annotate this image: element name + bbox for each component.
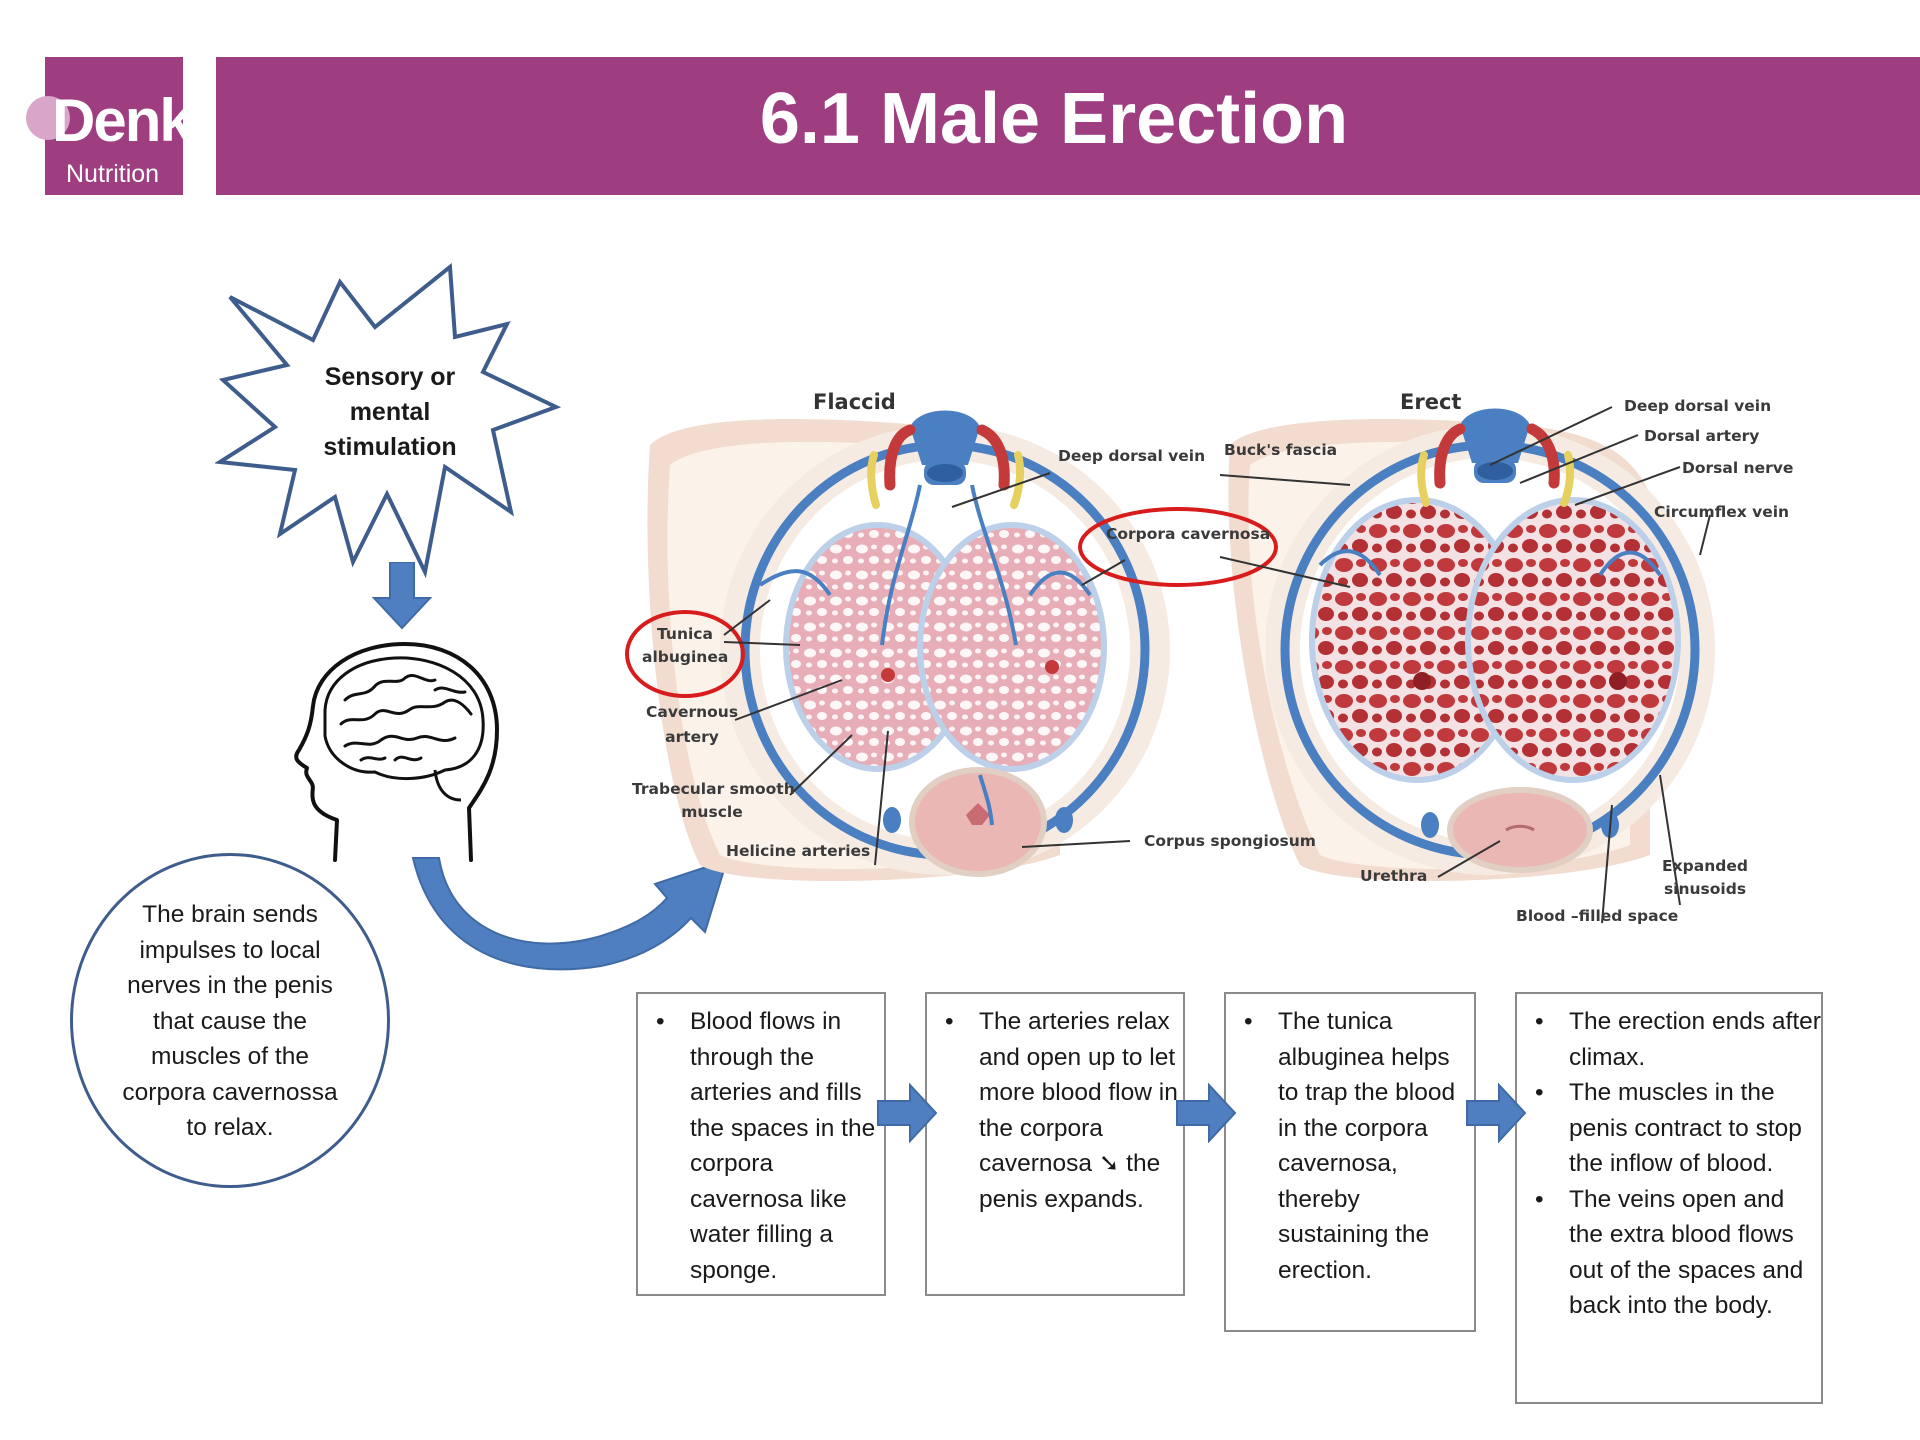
title-bar: [216, 57, 1920, 195]
step-box-3: The tunica albuginea helps to trap the b…: [1224, 992, 1476, 1332]
label-dorsal-artery: Dorsal artery: [1644, 427, 1760, 445]
label-corpora-cavernosa: Corpora cavernosa: [1106, 525, 1271, 543]
brain-message-line: impulses to local: [139, 936, 321, 964]
tunica-highlight-ring: [625, 610, 745, 698]
brain-message-line: corpora cavernossa: [122, 1078, 338, 1106]
step-bullets: The erection ends after climax. The musc…: [1517, 1004, 1821, 1324]
corpora-highlight-ring: [1078, 507, 1278, 587]
flaccid-section: [647, 410, 1170, 882]
leader-lines: [723, 406, 1711, 924]
label-line: Trabecular smooth: [632, 780, 795, 798]
label-cavernous-artery: Cavernous artery: [646, 700, 738, 750]
label-dorsal-nerve: Dorsal nerve: [1682, 459, 1794, 477]
cross-section-drawing: [625, 406, 1715, 924]
stimulus-text: Sensory or mental stimulation: [300, 360, 480, 465]
stimulus-line: Sensory or: [324, 363, 456, 391]
step-box-4: The erection ends after climax. The musc…: [1515, 992, 1823, 1404]
stimulus-line: stimulation: [323, 433, 457, 461]
brain-message-text: The brain sends impulses to local nerves…: [92, 897, 368, 1146]
down-arrow-icon: [372, 562, 432, 630]
brain-message-line: to relax.: [186, 1114, 274, 1141]
step-box-1: Blood flows in through the arteries and …: [636, 992, 886, 1296]
label-line: sinusoids: [1663, 880, 1747, 898]
label-expanded-sinusoids: Expanded sinusoids: [1660, 855, 1750, 901]
label-circumflex-vein: Circumflex vein: [1654, 503, 1790, 521]
right-arrow-icon: [1176, 1083, 1237, 1143]
page-title: 6.1 Male Erection: [759, 79, 1349, 159]
label-bucks-fascia: Buck's fascia: [1224, 441, 1338, 459]
label-urethra: Urethra: [1360, 867, 1428, 885]
label-corpus-spongiosum: Corpus spongiosum: [1144, 832, 1316, 850]
erect-section: [1228, 408, 1715, 882]
head-brain-icon: [294, 642, 499, 862]
step-bullet: The arteries relax and open up to let mo…: [927, 1004, 1183, 1217]
step-bullet: The tunica albuginea helps to trap the b…: [1226, 1004, 1474, 1288]
label-line: albuginea: [642, 648, 729, 666]
brain-message-circle: [70, 853, 390, 1188]
brain-message-line: muscles of the: [151, 1043, 309, 1070]
step-bullets: The tunica albuginea helps to trap the b…: [1226, 1004, 1474, 1288]
brain-message-line: that cause the: [153, 1007, 307, 1035]
logo-subtitle: Nutrition: [66, 160, 160, 188]
brain-message-line: The brain sends: [142, 901, 318, 928]
right-arrow-icon: [877, 1083, 938, 1143]
brain-message-line: nerves in the penis: [127, 972, 333, 999]
label-helicine-arteries: Helicine arteries: [726, 842, 871, 860]
curved-arrow-icon: [411, 857, 729, 971]
flaccid-heading: Flaccid: [813, 390, 896, 414]
step-bullet: The muscles in the penis contract to sto…: [1517, 1075, 1821, 1182]
erect-heading: Erect: [1400, 390, 1462, 414]
label-tunica-albuginea: Tunica albuginea: [642, 623, 728, 669]
label-line: Expanded: [1662, 857, 1748, 875]
logo-word: Denk: [52, 87, 193, 154]
label-line: artery: [665, 728, 719, 746]
logo-dot: [26, 96, 70, 140]
step-box-2: The arteries relax and open up to let mo…: [925, 992, 1185, 1296]
step-bullet: The erection ends after climax.: [1517, 1004, 1821, 1075]
label-line: muscle: [681, 803, 743, 821]
label-deep-dorsal-vein-flaccid: Deep dorsal vein: [1058, 447, 1206, 465]
step-bullet: Blood flows in through the arteries and …: [638, 1004, 884, 1288]
anatomy-illustration: Flaccid Erect Deep dorsal vein Buck's fa…: [620, 385, 1800, 945]
label-trabecular-smooth-muscle: Trabecular smooth muscle: [632, 778, 795, 824]
right-arrow-icon: [1466, 1083, 1527, 1143]
label-line: Tunica: [657, 625, 713, 643]
step-bullet: The veins open and the extra blood flows…: [1517, 1182, 1821, 1324]
step-bullets: Blood flows in through the arteries and …: [638, 1004, 884, 1288]
label-deep-dorsal-vein-erect: Deep dorsal vein: [1624, 397, 1772, 415]
starburst-shape: [215, 263, 562, 579]
step-bullets: The arteries relax and open up to let mo…: [927, 1004, 1183, 1217]
stimulus-line: mental: [349, 398, 431, 426]
label-blood-filled-space: Blood –filled space: [1516, 907, 1679, 925]
label-line: Cavernous: [646, 703, 739, 721]
